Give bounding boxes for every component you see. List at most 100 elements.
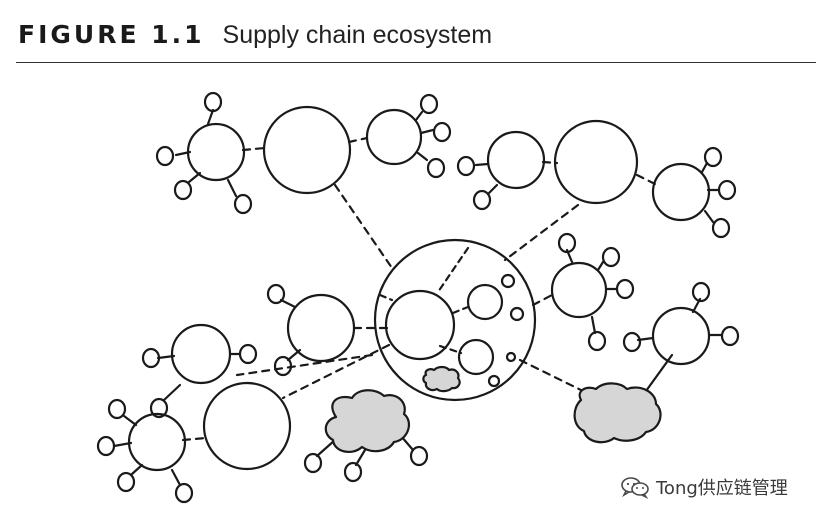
spoke-line xyxy=(486,183,499,196)
spoke-line xyxy=(206,108,215,126)
satellite-node xyxy=(203,91,223,113)
spoke-line xyxy=(162,383,182,402)
dashed-link xyxy=(333,183,394,270)
dashed-link xyxy=(518,358,587,394)
satellite-node xyxy=(233,193,253,215)
satellite-node xyxy=(456,155,476,177)
dashed-link xyxy=(541,160,559,165)
node-circle xyxy=(384,289,456,361)
node-circle xyxy=(127,412,187,472)
dashed-link xyxy=(181,436,208,442)
satellite-node xyxy=(266,283,286,305)
header-rule xyxy=(16,62,816,63)
node-circle xyxy=(365,108,423,166)
spoke-line xyxy=(226,178,238,198)
satellite-node xyxy=(409,445,429,467)
satellite-node xyxy=(557,232,577,254)
spoke-line xyxy=(474,162,490,167)
satellite-node xyxy=(419,93,439,115)
dashed-links xyxy=(181,136,659,442)
spoke-line xyxy=(596,260,605,272)
satellite-node xyxy=(174,482,194,504)
node-circle xyxy=(262,105,352,195)
clouds xyxy=(324,365,662,453)
node-circle xyxy=(457,338,495,376)
satellite-node xyxy=(173,179,193,201)
satellite-node xyxy=(149,397,169,419)
satellite-node xyxy=(720,325,740,347)
node-dot xyxy=(500,273,516,289)
cloud xyxy=(573,382,662,444)
watermark-text: Tong供应链管理 xyxy=(656,478,788,499)
dashed-link xyxy=(531,293,554,307)
spoke-line xyxy=(700,161,709,174)
satellite-node xyxy=(717,179,737,201)
node-circle xyxy=(486,130,546,190)
spoke-line xyxy=(315,438,337,458)
node-circle xyxy=(202,381,292,471)
satellite-node xyxy=(601,246,621,268)
node-dot xyxy=(509,306,525,322)
node-circle xyxy=(553,119,639,205)
node-dot xyxy=(487,374,501,388)
satellite-node xyxy=(703,146,723,168)
dashed-link xyxy=(436,246,470,294)
node-circle xyxy=(550,261,608,319)
satellite-node xyxy=(472,189,492,211)
satellite-node xyxy=(691,281,711,303)
satellite-node xyxy=(96,435,116,457)
satellite-node xyxy=(303,452,323,474)
hub xyxy=(373,238,537,402)
watermark: Tong供应链管理 xyxy=(620,474,788,500)
spoke-line xyxy=(279,298,297,309)
figure-label: FIGURE 1.1 xyxy=(18,20,205,49)
wechat-icon xyxy=(621,477,649,499)
satellite-node xyxy=(622,331,642,353)
cloud xyxy=(324,389,411,453)
spoke-line xyxy=(590,315,597,335)
node-circle xyxy=(286,293,356,363)
spoke-line xyxy=(122,414,138,427)
cloud xyxy=(422,365,461,393)
figure-title: Supply chain ecosystem xyxy=(222,21,493,49)
dashed-link xyxy=(451,305,470,315)
satellite-node xyxy=(238,343,258,365)
satellite-node xyxy=(711,217,731,239)
hub-internal-links xyxy=(378,246,470,355)
satellite-node xyxy=(432,121,452,143)
spoke-line xyxy=(354,448,367,467)
dashed-link xyxy=(347,136,369,144)
spoke-line xyxy=(170,468,182,487)
hub-circle xyxy=(373,238,537,402)
dashed-link xyxy=(281,343,391,400)
spoke-line xyxy=(130,463,144,476)
dashed-link xyxy=(378,293,394,302)
spoke-line xyxy=(419,128,435,135)
node-circle xyxy=(466,283,504,321)
satellites xyxy=(96,91,740,504)
dashed-link xyxy=(438,344,463,355)
node-circle xyxy=(651,306,711,366)
satellite-node xyxy=(426,157,446,179)
dashed-link xyxy=(503,203,580,262)
satellite-node xyxy=(107,398,127,420)
spoke-line xyxy=(414,110,424,122)
node-circle xyxy=(170,323,232,385)
satellite-node xyxy=(343,461,363,483)
satellite-node xyxy=(615,278,635,300)
dashed-link xyxy=(241,146,267,152)
spoke-line xyxy=(703,209,715,224)
satellite-node xyxy=(587,330,607,352)
node-circle xyxy=(651,162,711,222)
satellite-node xyxy=(116,471,136,493)
node-dot xyxy=(505,351,517,363)
node-circle xyxy=(186,122,246,182)
dashed-link xyxy=(235,353,374,377)
satellite-node xyxy=(273,355,293,377)
satellite-node xyxy=(155,145,175,167)
figure-header: FIGURE 1.1 Supply chain ecosystem xyxy=(18,20,492,60)
satellite-node xyxy=(141,347,161,369)
nodes xyxy=(127,105,711,472)
spoke-line xyxy=(416,151,429,162)
